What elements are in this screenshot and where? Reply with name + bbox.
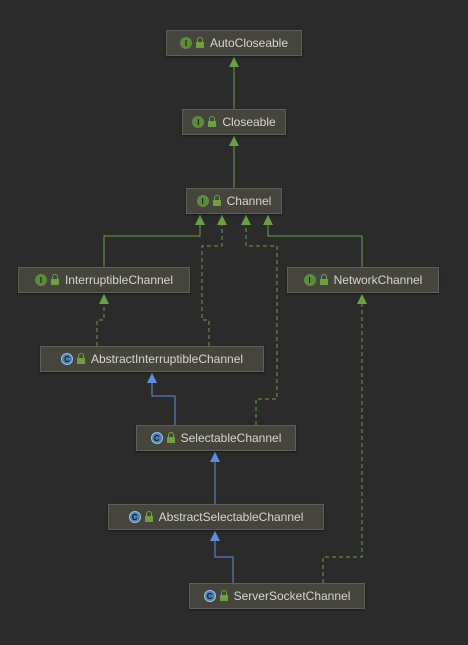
public-lock-icon — [195, 37, 204, 48]
node-label: NetworkChannel — [333, 273, 423, 287]
node-AbstractSelectableChannel[interactable]: C AbstractSelectableChannel — [108, 504, 324, 530]
abstract-class-icon: C — [203, 590, 216, 602]
arrowhead — [99, 294, 109, 304]
arrowhead — [263, 215, 273, 225]
interface-icon: I — [303, 274, 316, 286]
edge-AbstractInterruptibleChannel-to-Channel — [201, 215, 227, 346]
edge-line — [151, 373, 176, 425]
node-label: Closeable — [222, 115, 276, 129]
arrowhead — [210, 452, 220, 462]
node-Closeable[interactable]: I Closeable — [182, 109, 286, 135]
node-Channel[interactable]: I Channel — [186, 188, 282, 214]
abstract-class-icon: C — [150, 432, 163, 444]
node-label: InterruptibleChannel — [64, 273, 174, 287]
node-label: Channel — [226, 194, 272, 208]
edge-line — [322, 294, 363, 583]
edge-SelectableChannel-to-Channel — [241, 215, 278, 425]
edge-line — [267, 215, 363, 267]
arrowhead — [210, 531, 220, 541]
edge-Channel-to-Closeable — [229, 136, 239, 188]
edge-line — [245, 215, 278, 425]
public-lock-icon — [50, 274, 59, 285]
interface-icon: I — [34, 274, 47, 286]
node-AbstractInterruptibleChannel[interactable]: C AbstractInterruptibleChannel — [40, 346, 264, 372]
edge-layer — [96, 57, 367, 583]
abstract-class-icon: C — [60, 353, 73, 365]
public-lock-icon — [76, 353, 85, 364]
edge-InterruptibleChannel-to-Channel — [103, 215, 205, 267]
node-label: AbstractInterruptibleChannel — [90, 352, 244, 366]
public-lock-icon — [208, 116, 217, 127]
edge-ServerSocketChannel-to-AbstractSelectableChannel — [210, 531, 234, 583]
node-ServerSocketChannel[interactable]: C ServerSocketChannel — [189, 583, 365, 609]
edge-SelectableChannel-to-AbstractInterruptibleChannel — [147, 373, 176, 425]
arrowhead — [357, 294, 367, 304]
node-InterruptibleChannel[interactable]: I InterruptibleChannel — [18, 267, 190, 293]
arrowhead — [229, 57, 239, 67]
public-lock-icon — [319, 274, 328, 285]
arrowhead — [229, 136, 239, 146]
abstract-class-icon: C — [128, 511, 141, 523]
edge-Closeable-to-AutoCloseable — [229, 57, 239, 109]
edge-line — [201, 215, 223, 346]
node-AutoCloseable[interactable]: I AutoCloseable — [166, 30, 302, 56]
public-lock-icon — [166, 432, 175, 443]
public-lock-icon — [219, 590, 228, 601]
node-label: ServerSocketChannel — [233, 589, 351, 603]
edge-line — [96, 294, 105, 346]
edge-AbstractSelectableChannel-to-SelectableChannel — [210, 452, 220, 504]
edge-ServerSocketChannel-to-NetworkChannel — [322, 294, 367, 583]
edge-AbstractInterruptibleChannel-to-InterruptibleChannel — [96, 294, 109, 346]
public-lock-icon — [144, 511, 153, 522]
node-label: SelectableChannel — [180, 431, 282, 445]
arrowhead — [217, 215, 227, 225]
interface-icon: I — [192, 116, 205, 128]
node-SelectableChannel[interactable]: C SelectableChannel — [136, 425, 296, 451]
node-label: AbstractSelectableChannel — [158, 510, 304, 524]
node-label: AutoCloseable — [209, 36, 289, 50]
public-lock-icon — [212, 195, 221, 206]
arrowhead — [147, 373, 157, 383]
arrowhead — [241, 215, 251, 225]
edge-line — [103, 215, 201, 267]
interface-icon: I — [179, 37, 192, 49]
edge-line — [214, 531, 234, 583]
arrowhead — [195, 215, 205, 225]
node-NetworkChannel[interactable]: I NetworkChannel — [287, 267, 439, 293]
interface-icon: I — [196, 195, 209, 207]
edge-NetworkChannel-to-Channel — [263, 215, 363, 267]
